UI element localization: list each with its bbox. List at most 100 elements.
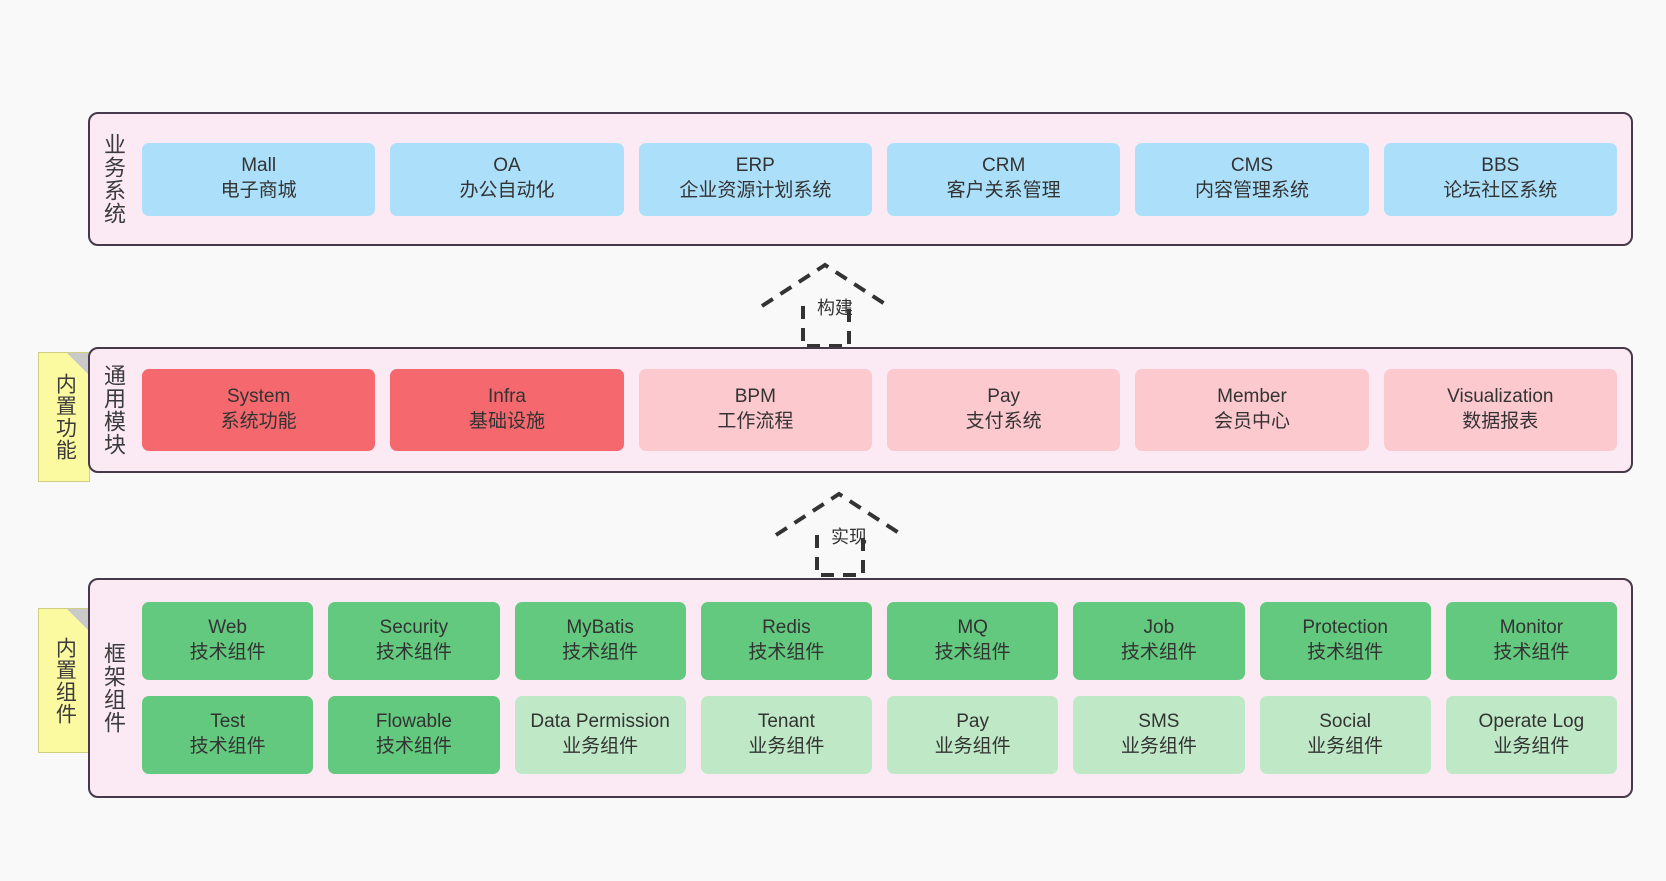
card-system-desc: 系统功能 <box>220 411 297 432</box>
card-social-name: Social <box>1319 711 1371 733</box>
card-infra-name: Infra <box>487 386 526 408</box>
card-flowable-name: Flowable <box>375 711 452 733</box>
card-job[interactable]: Job 技术组件 <box>1073 602 1245 680</box>
card-social[interactable]: Social 业务组件 <box>1259 696 1431 774</box>
layer-business-system-label: 业务系统 <box>100 133 126 225</box>
card-data-permission[interactable]: Data Permission 业务组件 <box>514 696 686 774</box>
connector-implement-label: 实现 <box>831 527 867 547</box>
card-monitor[interactable]: Monitor 技术组件 <box>1445 602 1617 680</box>
card-tenant[interactable]: Tenant 业务组件 <box>700 696 872 774</box>
card-bbs[interactable]: BBS 论坛社区系统 <box>1383 142 1617 216</box>
layer-framework-components-label: 框架组件 <box>100 642 126 734</box>
card-oa[interactable]: OA 办公自动化 <box>390 142 624 216</box>
card-web[interactable]: Web 技术组件 <box>142 602 314 680</box>
layer-business-system: 业务系统 Mall 电子商城 OA 办公自动化 ERP 企业资源计划系统 CRM… <box>88 112 1633 246</box>
card-crm[interactable]: CRM 客户关系管理 <box>886 142 1121 216</box>
business-card-row: Mall 电子商城 OA 办公自动化 ERP 企业资源计划系统 CRM 客户关系… <box>142 142 1617 216</box>
card-cms[interactable]: CMS 内容管理系统 <box>1135 142 1369 216</box>
card-protection-desc: 技术组件 <box>1307 642 1384 663</box>
card-pay-module[interactable]: Pay 支付系统 <box>886 369 1121 451</box>
card-operate-log-desc: 业务组件 <box>1493 736 1570 757</box>
card-data-permission-desc: 业务组件 <box>562 736 639 757</box>
card-sms-desc: 业务组件 <box>1120 736 1197 757</box>
card-job-desc: 技术组件 <box>1120 642 1197 663</box>
note-builtin-features-label: 内置功能 <box>53 373 77 461</box>
connector-implement: 实现 <box>771 487 961 579</box>
card-visualization-desc: 数据报表 <box>1462 411 1539 432</box>
card-mybatis-desc: 技术组件 <box>562 642 639 663</box>
card-protection-name: Protection <box>1302 617 1388 639</box>
card-redis-name: Redis <box>762 617 811 639</box>
card-bpm[interactable]: BPM 工作流程 <box>638 369 872 451</box>
card-bbs-desc: 论坛社区系统 <box>1443 180 1558 201</box>
card-web-name: Web <box>208 617 247 639</box>
card-sms-name: SMS <box>1138 711 1180 733</box>
card-system-name: System <box>226 386 291 408</box>
card-bbs-name: BBS <box>1481 155 1520 177</box>
card-web-desc: 技术组件 <box>189 642 266 663</box>
card-bpm-desc: 工作流程 <box>717 411 794 432</box>
card-cms-desc: 内容管理系统 <box>1194 180 1309 201</box>
card-erp-desc: 企业资源计划系统 <box>679 180 832 201</box>
card-pay-module-desc: 支付系统 <box>965 411 1042 432</box>
layer-framework-components: 框架组件 Web 技术组件 Security 技术组件 MyBatis 技术组件 <box>88 578 1633 798</box>
card-operate-log-name: Operate Log <box>1478 711 1585 733</box>
card-sms[interactable]: SMS 业务组件 <box>1073 696 1245 774</box>
card-system[interactable]: System 系统功能 <box>142 369 376 451</box>
card-mybatis-name: MyBatis <box>566 617 634 639</box>
component-row-business: Test 技术组件 Flowable 技术组件 Data Permission … <box>142 696 1617 774</box>
card-crm-name: CRM <box>982 155 1026 177</box>
card-security[interactable]: Security 技术组件 <box>328 602 500 680</box>
card-flowable[interactable]: Flowable 技术组件 <box>328 696 500 774</box>
card-test-name: Test <box>210 711 246 733</box>
note-fold-icon <box>67 353 89 375</box>
card-monitor-name: Monitor <box>1499 617 1564 639</box>
card-oa-name: OA <box>493 155 521 177</box>
card-erp[interactable]: ERP 企业资源计划系统 <box>638 142 872 216</box>
card-oa-desc: 办公自动化 <box>459 180 555 201</box>
card-data-permission-name: Data Permission <box>530 711 670 733</box>
card-pay-component[interactable]: Pay 业务组件 <box>887 696 1059 774</box>
layer-general-modules-label: 通用模块 <box>100 364 126 456</box>
card-monitor-desc: 技术组件 <box>1493 642 1570 663</box>
card-bpm-name: BPM <box>734 386 776 408</box>
card-mq-desc: 技术组件 <box>934 642 1011 663</box>
card-member-name: Member <box>1217 386 1287 408</box>
note-fold-icon <box>67 609 89 631</box>
layer-framework-components-body: Web 技术组件 Security 技术组件 MyBatis 技术组件 Redi… <box>136 580 1631 796</box>
connector-implement-icon <box>774 491 904 577</box>
component-row-tech: Web 技术组件 Security 技术组件 MyBatis 技术组件 Redi… <box>142 602 1617 680</box>
layer-business-system-body: Mall 电子商城 OA 办公自动化 ERP 企业资源计划系统 CRM 客户关系… <box>136 114 1631 244</box>
card-mall-name: Mall <box>241 155 277 177</box>
card-erp-name: ERP <box>735 155 775 177</box>
card-mybatis[interactable]: MyBatis 技术组件 <box>514 602 686 680</box>
card-tenant-desc: 业务组件 <box>748 736 825 757</box>
card-cms-name: CMS <box>1230 155 1274 177</box>
component-card-grid: Web 技术组件 Security 技术组件 MyBatis 技术组件 Redi… <box>142 590 1617 786</box>
card-mq[interactable]: MQ 技术组件 <box>887 602 1059 680</box>
card-security-name: Security <box>379 617 449 639</box>
card-test[interactable]: Test 技术组件 <box>142 696 314 774</box>
card-security-desc: 技术组件 <box>375 642 452 663</box>
card-visualization[interactable]: Visualization 数据报表 <box>1383 369 1617 451</box>
card-operate-log[interactable]: Operate Log 业务组件 <box>1445 696 1617 774</box>
card-mall[interactable]: Mall 电子商城 <box>142 142 376 216</box>
note-builtin-components-label: 内置组件 <box>53 636 77 725</box>
card-infra-desc: 基础设施 <box>468 411 545 432</box>
card-tenant-name: Tenant <box>757 711 815 733</box>
module-card-row: System 系统功能 Infra 基础设施 BPM 工作流程 Pay 支付系统… <box>142 369 1617 451</box>
card-member-desc: 会员中心 <box>1213 411 1290 432</box>
card-redis[interactable]: Redis 技术组件 <box>700 602 872 680</box>
note-builtin-features: 内置功能 <box>38 352 90 482</box>
card-mq-name: MQ <box>957 617 988 639</box>
card-test-desc: 技术组件 <box>189 736 266 757</box>
card-mall-desc: 电子商城 <box>220 180 297 201</box>
card-redis-desc: 技术组件 <box>748 642 825 663</box>
card-infra[interactable]: Infra 基础设施 <box>390 369 624 451</box>
card-pay-module-name: Pay <box>987 386 1021 408</box>
card-social-desc: 业务组件 <box>1307 736 1384 757</box>
card-protection[interactable]: Protection 技术组件 <box>1259 602 1431 680</box>
card-member[interactable]: Member 会员中心 <box>1135 369 1369 451</box>
card-flowable-desc: 技术组件 <box>375 736 452 757</box>
